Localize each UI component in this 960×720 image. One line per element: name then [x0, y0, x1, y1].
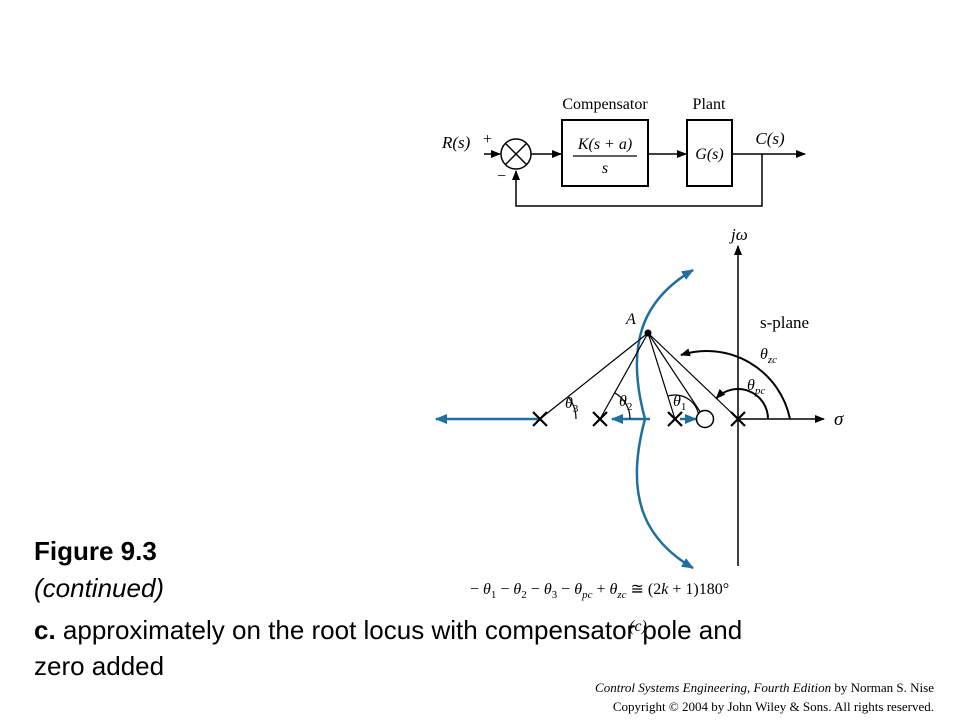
open-loop-poles	[532, 411, 746, 427]
angle-vectors	[539, 332, 739, 420]
compensator-block: K(s + a) s	[561, 119, 649, 187]
part-label: (c)	[629, 618, 647, 635]
angle-condition-equation: − θ1 − θ2 − θ3 − θpc + θzc ≅ (2k + 1)180…	[470, 581, 729, 601]
vector-pole-1	[647, 332, 676, 420]
theta-pc-label: θpc	[747, 377, 765, 397]
book-title: Control Systems Engineering, Fourth Edit…	[595, 680, 832, 695]
description-prefix: c.	[34, 615, 56, 645]
locus-branch-lower	[635, 418, 694, 570]
s-plane-label: s-plane	[760, 313, 809, 332]
point-a-marker	[644, 329, 652, 337]
plus-sign: +	[483, 131, 492, 148]
pole-marker-3	[532, 411, 548, 427]
arc-theta-zc	[680, 348, 791, 420]
theta3-label: θ3	[565, 395, 579, 415]
point-a-label: A	[625, 311, 636, 328]
book-credit: Control Systems Engineering, Fourth Edit…	[595, 680, 934, 696]
description-text: approximately on the root locus with com…	[34, 615, 743, 681]
real-axis-label: σ	[834, 409, 844, 430]
compensator-numerator: K(s + a)	[577, 136, 632, 153]
vector-compensator-pole	[647, 332, 739, 420]
theta1-label: θ1	[673, 393, 686, 413]
plant-label: Plant	[693, 96, 726, 113]
vector-pole-2	[599, 332, 649, 420]
block-diagram: R(s) + − Compensator K(s + a) s Plant G(…	[441, 96, 806, 207]
figure-subtitle: (continued)	[34, 573, 165, 603]
locus-branch-upper	[635, 268, 694, 420]
summing-junction	[500, 138, 532, 170]
plant-block: G(s)	[686, 119, 733, 187]
output-label: C(s)	[755, 129, 785, 148]
pole-marker-1	[667, 411, 683, 427]
pole-marker-2	[592, 411, 608, 427]
compensator-denominator: s	[602, 160, 608, 177]
compensator-label: Compensator	[562, 96, 648, 113]
figure-title: Figure 9.3	[34, 536, 157, 566]
root-locus: jω σ s-plane	[435, 225, 844, 635]
copyright-notice: Copyright © 2004 by John Wiley & Sons. A…	[612, 699, 934, 714]
feedback-path	[512, 154, 763, 207]
imaginary-axis-label: jω	[729, 225, 748, 244]
theta-zc-label: θzc	[760, 346, 777, 366]
angle-arcs	[567, 348, 791, 420]
input-label: R(s)	[441, 133, 471, 152]
minus-sign: −	[497, 168, 506, 185]
arc-theta3	[567, 396, 577, 420]
compensator-pole-marker	[730, 411, 746, 427]
book-author: by Norman S. Nise	[831, 680, 934, 695]
figure-description: c. approximately on the root locus with …	[34, 612, 794, 684]
vector-pole-3	[539, 332, 649, 420]
vector-zero	[647, 332, 706, 420]
plant-transfer-function: G(s)	[695, 146, 723, 163]
compensator-zero-marker	[695, 409, 715, 429]
arc-theta-pc	[715, 388, 769, 420]
theta2-label: θ2	[619, 393, 632, 413]
arc-theta2	[614, 392, 631, 420]
